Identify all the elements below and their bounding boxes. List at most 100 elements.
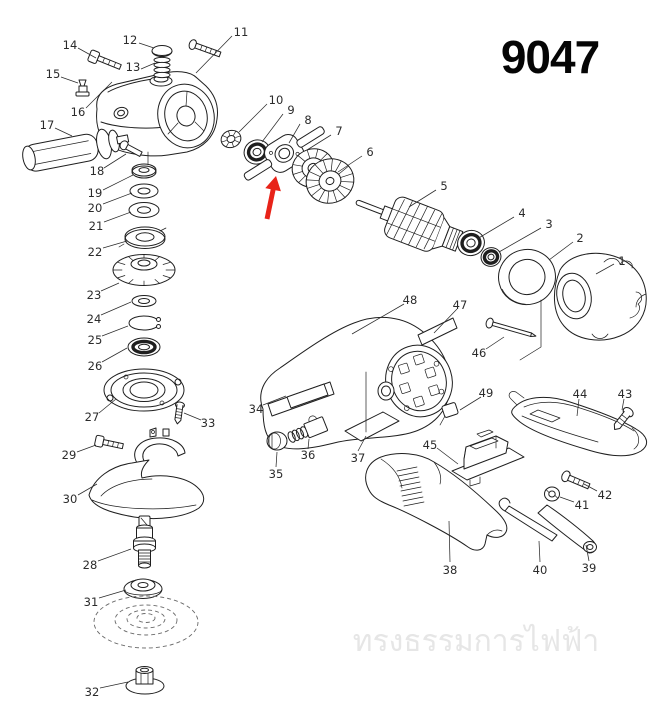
part-13-spring [153, 56, 171, 79]
part-29-bolt [94, 434, 124, 450]
leader-line-22 [102, 240, 128, 249]
leader-line-34 [262, 395, 287, 406]
part-25-circlip [128, 315, 161, 331]
part-label-26: 26 [88, 359, 103, 373]
part-label-2: 2 [576, 231, 583, 245]
leader-line-11 [195, 35, 233, 74]
grinding-wheel-dashed [93, 595, 199, 649]
part-label-43: 43 [618, 387, 633, 401]
part-40-lever-rod [498, 497, 558, 542]
part-35-brush-cap [266, 431, 288, 451]
leader-line-16 [85, 81, 113, 109]
part-label-13: 13 [126, 60, 141, 74]
leader-line-36 [307, 438, 310, 450]
part-label-47: 47 [453, 298, 468, 312]
leader-line-23 [100, 282, 120, 292]
leader-line-26 [101, 347, 128, 363]
part-26-ball-bearing [127, 337, 161, 357]
model-number-title: 9047 [501, 31, 599, 83]
part-10-pinion-gear [220, 129, 242, 149]
part-label-3: 3 [545, 217, 552, 231]
part-label-16: 16 [71, 105, 86, 119]
part-label-19: 19 [88, 186, 103, 200]
part-47-label [417, 317, 458, 346]
leader-line-43 [621, 398, 625, 411]
leader-line-19 [102, 174, 134, 191]
part-label-18: 18 [90, 164, 105, 178]
part-31-inner-flange [123, 578, 163, 599]
part-3-ball-bearing [480, 247, 502, 267]
part-24-washer [131, 295, 157, 307]
part-30-wheel-guard [88, 427, 205, 520]
part-4-ball-bearing [457, 229, 485, 257]
part-label-9: 9 [287, 103, 294, 117]
leader-line-35 [275, 451, 278, 468]
leader-line-3 [498, 227, 542, 253]
leader-line-1 [595, 263, 615, 275]
part-43-screw [613, 406, 634, 430]
leader-line-30 [77, 483, 98, 496]
part-15-grease-fitting [75, 79, 90, 97]
part-45-switch [451, 429, 525, 487]
part-6-fan [305, 158, 355, 204]
part-label-14: 14 [63, 38, 78, 52]
part-label-38: 38 [443, 563, 458, 577]
part-22-flange-ring [118, 226, 167, 249]
part-label-40: 40 [533, 563, 548, 577]
part-label-34: 34 [249, 402, 264, 416]
part-label-7: 7 [335, 124, 342, 138]
part-39-tube [537, 504, 597, 554]
leader-line-17 [54, 127, 73, 137]
part-label-11: 11 [234, 25, 249, 39]
part-1-field-coil [554, 252, 647, 341]
leader-line-41 [559, 496, 575, 503]
part-label-10: 10 [269, 93, 284, 107]
part-14-bolt [87, 49, 122, 70]
leader-line-48 [351, 303, 405, 335]
leader-line-46 [485, 336, 505, 350]
part-label-49: 49 [479, 386, 494, 400]
part-label-5: 5 [440, 179, 447, 193]
part-9-ball-bearing [243, 139, 271, 165]
part-label-20: 20 [88, 201, 103, 215]
leader-line-8 [288, 123, 301, 144]
leader-line-28 [97, 548, 132, 562]
part-label-29: 29 [62, 448, 77, 462]
part-label-24: 24 [87, 312, 102, 326]
part-label-6: 6 [366, 145, 373, 159]
part-label-37: 37 [351, 451, 366, 465]
leader-line-24 [100, 301, 132, 316]
part-33-screw [174, 401, 185, 425]
part-28-spindle [133, 515, 156, 569]
leader-line-12 [138, 42, 155, 49]
part-label-42: 42 [598, 488, 613, 502]
part-label-33: 33 [201, 416, 216, 430]
part-32-lock-nut [125, 666, 165, 695]
leader-line-13 [140, 62, 156, 70]
part-label-22: 22 [88, 245, 103, 259]
leader-line-39 [585, 544, 590, 562]
leader-line-32 [99, 681, 129, 689]
part-label-1: 1 [618, 254, 625, 268]
part-27-bearing-box [103, 368, 185, 412]
leader-line-14 [77, 47, 97, 59]
leader-line-15 [60, 76, 79, 84]
leader-line-37 [357, 435, 367, 452]
part-17-side-handle [22, 128, 130, 172]
leader-line-25 [101, 325, 129, 337]
leader-line-4 [476, 216, 515, 240]
leader-line-38 [448, 520, 451, 563]
part-labels-layer: 1234567891011121314151617181920212223242… [40, 25, 633, 699]
leader-line-9 [261, 113, 284, 143]
leader-line-40 [538, 540, 541, 563]
part-41-push-nut [544, 486, 560, 502]
part-label-36: 36 [301, 448, 316, 462]
part-label-12: 12 [123, 33, 138, 47]
part-label-15: 15 [46, 67, 61, 81]
leader-line-29 [76, 444, 97, 453]
part-18-screw [119, 140, 143, 157]
part-label-17: 17 [40, 118, 55, 132]
part-2-baffle-ring [498, 248, 556, 306]
part-38-handle [365, 453, 508, 551]
